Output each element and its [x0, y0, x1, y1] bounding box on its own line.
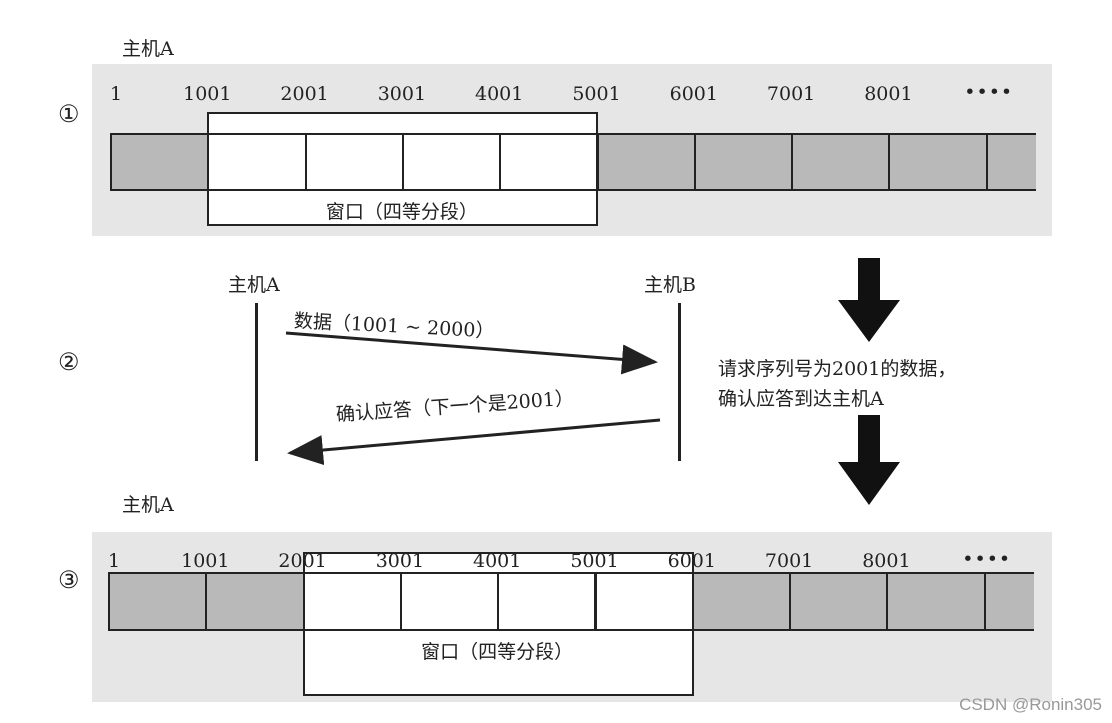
step-marker-3: ③: [58, 566, 80, 594]
note-line-1: 请求序列号为2001的数据，: [718, 358, 957, 380]
ellipsis: ••••: [964, 81, 1014, 103]
host-a-label-1: 主机A: [122, 38, 174, 60]
host-b-timeline: [678, 303, 681, 461]
sequence-number: 7001: [764, 550, 814, 572]
window-segment: [399, 572, 500, 631]
sequence-number: 8001: [864, 83, 913, 105]
down-arrow-icon: [838, 258, 900, 342]
step-marker-2: ②: [58, 348, 80, 376]
window-segment: [401, 133, 502, 191]
sequence-number: 4001: [475, 83, 524, 105]
window-segment: [499, 133, 599, 191]
segment: [205, 572, 305, 631]
segment: [985, 133, 1036, 191]
note-line-2: 确认应答到达主机A: [718, 388, 884, 410]
sequence-number: 5001: [570, 550, 619, 572]
ellipsis: ••••: [962, 548, 1012, 570]
sequence-number: 6001: [667, 550, 716, 572]
sequence-number: 3001: [377, 83, 427, 105]
sequence-number: 1001: [181, 550, 230, 572]
sequence-number: 1: [109, 83, 123, 105]
segment: [791, 133, 891, 191]
segment: [886, 572, 986, 631]
host-a-label-3: 主机A: [122, 494, 174, 516]
window-label: 窗口（四等分段）: [325, 201, 478, 223]
sequence-number: 6001: [669, 83, 718, 105]
window-segment: [207, 133, 307, 191]
window-segment: [304, 133, 404, 191]
data-arrow: [285, 331, 658, 375]
window-segment: [594, 572, 694, 631]
sequence-number: 3001: [375, 550, 425, 572]
sequence-number: 2001: [278, 550, 327, 572]
down-arrow-icon: [838, 415, 900, 505]
sequence-number: 4001: [473, 550, 522, 572]
segment: [693, 133, 794, 191]
sequence-number: 5001: [572, 83, 621, 105]
sequence-number: 2001: [280, 83, 329, 105]
window-segment: [302, 572, 402, 631]
watermark: CSDN @Ronin305: [959, 695, 1102, 714]
segment: [110, 133, 210, 191]
sequence-number: 8001: [862, 550, 911, 572]
sequence-number: 1001: [183, 83, 232, 105]
segment: [108, 572, 208, 631]
sequence-number: 1: [107, 550, 121, 572]
sequence-number: 7001: [766, 83, 816, 105]
host-b-label: 主机B: [644, 274, 696, 296]
segment: [983, 572, 1034, 631]
segment: [789, 572, 889, 631]
host-a-label-2: 主机A: [228, 274, 280, 296]
ack-arrow: [287, 418, 661, 466]
window-segment: [497, 572, 597, 631]
step-marker-1: ①: [58, 100, 80, 128]
segment: [596, 133, 696, 191]
segment: [888, 133, 988, 191]
window-label: 窗口（四等分段）: [421, 641, 574, 663]
host-a-timeline: [255, 303, 258, 461]
segment: [691, 572, 792, 631]
